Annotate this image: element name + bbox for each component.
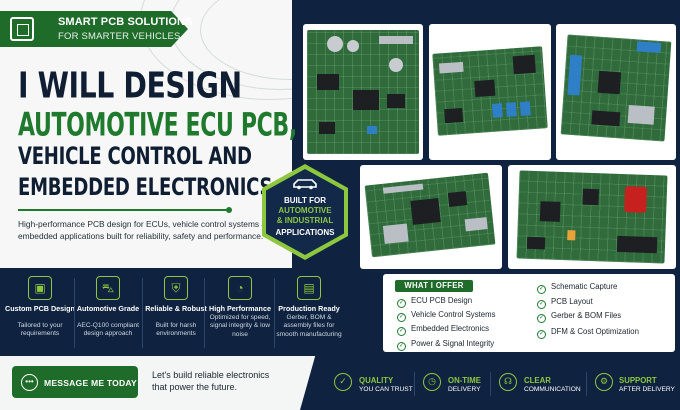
- offer-item: ✓Schematic Capture: [537, 282, 618, 294]
- description-text: High-performance PCB design for ECUs, ve…: [18, 219, 276, 241]
- chat-icon: •••: [21, 374, 38, 391]
- pcb-photo-1: [303, 24, 423, 160]
- offer-item: ✓Power & Signal Integrity: [397, 339, 495, 351]
- message-me-label: MESSAGE ME TODAY: [44, 378, 137, 388]
- shield-icon: ⛨: [164, 276, 188, 300]
- pcb-board: [364, 172, 496, 258]
- benefit-sub: COMMUNICATION: [524, 386, 581, 393]
- hex-line-3: & INDUSTRIAL: [276, 216, 334, 225]
- headline-line-3: VEHICLE CONTROL AND: [18, 143, 252, 171]
- headline-line-1: I WILL DESIGN: [18, 64, 242, 107]
- benefit-sub: YOU CAN TRUST: [359, 386, 413, 393]
- benefit-title: CLEAR: [524, 376, 551, 385]
- offer-title: WHAT I OFFER: [395, 280, 473, 292]
- offer-item: ✓Vehicle Control Systems: [397, 310, 496, 322]
- pcb-board: [432, 46, 548, 136]
- divider: [490, 372, 491, 396]
- clock-icon: ◷: [423, 373, 441, 391]
- divider: [74, 278, 75, 348]
- features-band: [0, 268, 352, 356]
- offer-item: ✓DFM & Cost Optimization: [537, 327, 639, 339]
- hex-line-4: APPLICATIONS: [275, 228, 335, 237]
- offer-item: ✓Embedded Electronics: [397, 324, 490, 336]
- pcb-board: [516, 170, 668, 264]
- headset-icon: ☊: [499, 373, 517, 391]
- benefit-sub: AFTER DELIVERY: [619, 386, 675, 393]
- chip-icon: ▣: [28, 276, 52, 300]
- pcb-photo-2: [429, 24, 551, 160]
- check-icon: ✓: [397, 342, 406, 351]
- benefit-title: SUPPORT: [619, 376, 657, 385]
- check-icon: ✓: [397, 299, 406, 308]
- offer-item: ✓ECU PCB Design: [397, 296, 473, 308]
- headline-line-4: EMBEDDED ELECTRONICS: [18, 174, 273, 202]
- divider: [274, 278, 275, 348]
- feature-title: Automotive Grade: [76, 304, 140, 313]
- car-icon: [293, 179, 317, 190]
- document-icon: ▤: [297, 276, 321, 300]
- feature-desc: AEC-Q100 compliant design approach: [77, 322, 139, 338]
- offer-item: ✓PCB Layout: [537, 297, 593, 309]
- tagline: Let's build reliable electronics that po…: [152, 370, 270, 392]
- divider: [204, 278, 205, 348]
- feature-title: High Performance: [209, 304, 271, 313]
- divider: [142, 278, 143, 348]
- pcb-board: [307, 30, 419, 154]
- car-icon: ⛍: [96, 276, 120, 300]
- benefit-title: ON-TIME: [448, 376, 481, 385]
- feature-desc: Gerber, BOM & assembly files for smooth …: [276, 314, 342, 338]
- headline-line-2: AUTOMOTIVE ECU PCB,: [18, 106, 297, 144]
- hex-line-2: AUTOMOTIVE: [278, 206, 332, 215]
- feature-desc: Tailored to your requirements: [17, 322, 63, 338]
- benefit-sub: DELIVERY: [448, 386, 481, 393]
- headline-divider: [18, 207, 232, 213]
- pcb-photo-4: [360, 165, 502, 269]
- gear-icon: ⚙: [595, 373, 613, 391]
- check-icon: ✓: [537, 300, 546, 309]
- pcb-board: [560, 34, 672, 142]
- check-icon: ✓: [537, 330, 546, 339]
- hex-line-1: BUILT FOR: [283, 196, 327, 205]
- chip-icon: [10, 17, 34, 41]
- benefit-title: QUALITY: [359, 376, 394, 385]
- feature-title: Custom PCB Design: [5, 304, 75, 313]
- shield-check-icon: ✓: [334, 373, 352, 391]
- feature-desc: Built for harsh environments: [155, 322, 197, 338]
- check-icon: ✓: [397, 313, 406, 322]
- divider: [586, 372, 587, 396]
- offer-item: ✓Gerber & BOM Files: [537, 311, 622, 323]
- check-icon: ✓: [537, 285, 546, 294]
- check-icon: ✓: [397, 327, 406, 336]
- badge-line-1: SMART PCB SOLUTIONS: [58, 16, 193, 28]
- feature-title: Reliable & Robust: [145, 304, 207, 313]
- divider: [414, 372, 415, 396]
- feature-title: Production Ready: [278, 304, 340, 313]
- feature-desc: Optimized for speed, signal integrity & …: [209, 314, 271, 338]
- pcb-photo-3: [556, 24, 676, 160]
- badge-line-2: FOR SMARTER VEHICLES: [58, 31, 181, 42]
- gauge-icon: ◔: [228, 276, 252, 300]
- pcb-photo-5: [508, 165, 676, 269]
- check-icon: ✓: [537, 314, 546, 323]
